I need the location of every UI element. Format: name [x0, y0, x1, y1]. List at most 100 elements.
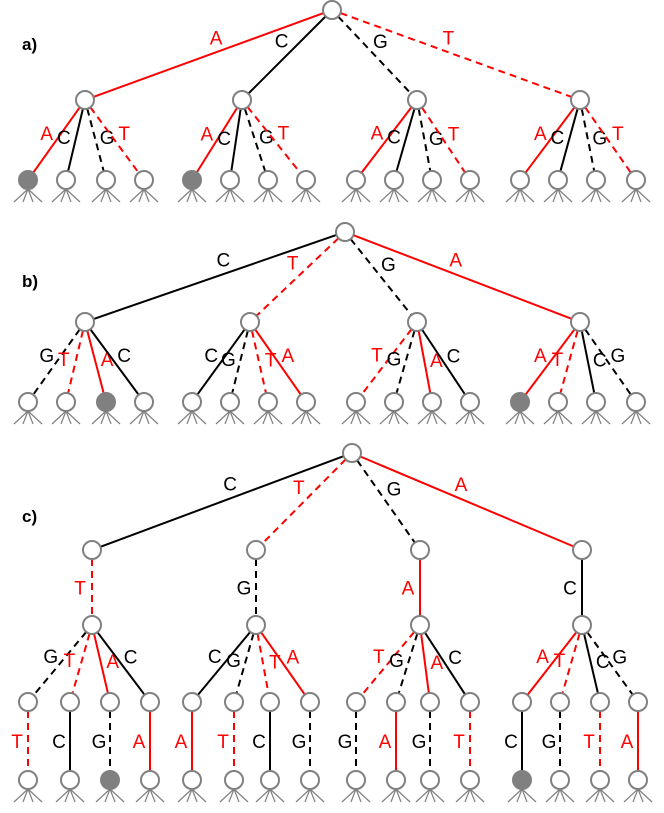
edge-c-g0-c1 — [71, 633, 91, 694]
leaf-stubs-b-g2-c2-2 — [431, 410, 438, 425]
edge-label-c-g2-c3: C — [448, 648, 462, 669]
leaf-stubs-b-g3-c1-2 — [557, 410, 564, 425]
leaf-stubs-b-g0-c1-2 — [65, 410, 72, 425]
node-c-g2-c3 — [460, 692, 480, 712]
leaf-stubs-b-g1-c1-1 — [224, 410, 231, 425]
panel-label-b: b) — [22, 272, 38, 291]
node-c-g1-c1 — [224, 692, 244, 712]
leaf-stubs-a-g3-c1-1 — [552, 188, 559, 203]
edge-a-g1-c3 — [246, 106, 302, 174]
leaf-stubs-b-g2-c1-3 — [393, 410, 409, 425]
leaf-stubs-c-g0-c0-2 — [27, 788, 34, 803]
leaf-stubs-b-g1-c3-1 — [300, 410, 307, 425]
leaf-stubs-c-g0-c2-1 — [104, 788, 111, 803]
leaf-node-c-g3-c0 — [512, 770, 532, 790]
root-edge-label-a-1: C — [275, 32, 289, 53]
leaf-stubs-c-g3-c3-2 — [637, 788, 644, 803]
leaf-stubs-c-g0-c2-0 — [95, 788, 111, 803]
edge-label-c-g0-c3: C — [124, 647, 138, 668]
leaf-stubs-c-g2-c2-1 — [424, 788, 431, 803]
leaf-node-c-g2-c1 — [386, 770, 406, 790]
node-c-g1-c0 — [182, 692, 202, 712]
leaf-stubs-b-g3-c0-2 — [519, 410, 526, 425]
root-edge-label-b-2: G — [381, 255, 396, 276]
leaf-stubs-a-g1-c3-0 — [291, 188, 307, 203]
deep-edge-label-c-g2-c3: T — [453, 732, 465, 753]
leaf-stubs-b-g0-c3-2 — [143, 410, 150, 425]
root-edge-label-a-0: A — [210, 28, 223, 49]
leaf-stubs-c-g2-c0-0 — [341, 788, 357, 803]
node-c-g3-c2 — [590, 692, 610, 712]
edge-label-a-g1-c2: G — [259, 127, 274, 148]
node-b-g3 — [570, 312, 590, 332]
edge-label-b-g2-c0: T — [371, 346, 383, 367]
leaf-stubs-c-g3-c0-2 — [521, 788, 528, 803]
leaf-node-b-g3-c2 — [586, 392, 606, 412]
panel-label-c: c) — [22, 507, 37, 526]
leaf-node-a-g2-c0 — [346, 170, 366, 190]
leaf-stubs-b-g1-c0-1 — [186, 410, 193, 425]
edge-label-b-g0-c1: T — [58, 350, 70, 371]
leaf-stubs-a-g1-c3-3 — [305, 188, 321, 203]
root-edge-a-1 — [247, 15, 327, 95]
edge-a-g3-c2 — [580, 108, 596, 172]
leaf-stubs-c-g2-c3-3 — [469, 788, 485, 803]
leaf-stubs-c-g2-c3-0 — [455, 788, 471, 803]
leaf-node-b-g1-c1 — [220, 392, 240, 412]
leaf-stubs-b-g1-c1-3 — [229, 410, 245, 425]
leaf-stubs-c-g2-c0-1 — [350, 788, 357, 803]
leaf-stubs-b-g3-c0-1 — [514, 410, 521, 425]
leaf-stubs-a-g3-c1-0 — [543, 188, 559, 203]
leaf-stubs-a-g2-c2-0 — [417, 188, 433, 203]
leaf-node-b-g0-c2 — [96, 392, 116, 412]
leaf-node-b-g3-c0 — [510, 392, 530, 412]
leaf-stubs-b-g3-c2-2 — [595, 410, 602, 425]
root-edge-b-3 — [353, 234, 572, 320]
leaf-stubs-b-g0-c3-3 — [143, 410, 159, 425]
leaf-stubs-b-g1-c3-0 — [291, 410, 307, 425]
leaf-stubs-c-g2-c0-3 — [355, 788, 371, 803]
leaf-stubs-c-g2-c1-2 — [395, 788, 402, 803]
leaf-stubs-c-g0-c1-0 — [55, 788, 71, 803]
leaf-stubs-a-g2-c3-1 — [464, 188, 471, 203]
deep-edge-label-c-g1-c1: T — [217, 732, 229, 753]
root-edge-label-c-0: C — [223, 475, 237, 496]
edge-label-b-g3-c3: G — [610, 346, 625, 367]
leaf-stubs-a-g0-c2-1 — [100, 188, 107, 203]
leaf-stubs-a-g2-c1-1 — [388, 188, 395, 203]
leaf-stubs-c-g1-c0-3 — [191, 788, 207, 803]
edge-label-c-g2-c1: G — [389, 651, 404, 672]
leaf-stubs-b-g2-c1-2 — [393, 410, 400, 425]
node-c-g2-c1 — [386, 692, 406, 712]
leaf-stubs-a-g3-c3-0 — [621, 188, 637, 203]
edge-label-c-g1-c2: T — [269, 652, 281, 673]
edge-c-g1-c2 — [256, 633, 270, 694]
leaf-stubs-b-g3-c3-2 — [635, 410, 642, 425]
leaf-stubs-a-g1-c2-0 — [253, 188, 269, 203]
leaf-stubs-a-g0-c1-3 — [65, 188, 81, 203]
leaf-stubs-a-g1-c1-0 — [215, 188, 231, 203]
edge-label-c-g0-c1: T — [64, 651, 76, 672]
leaf-stubs-a-g3-c2-2 — [595, 188, 602, 203]
leaf-stubs-b-g2-c2-3 — [431, 410, 447, 425]
leaf-stubs-c-g3-c0-0 — [507, 788, 523, 803]
leaf-node-b-g2-c3 — [460, 392, 480, 412]
edge-label-b-g1-c0: C — [204, 346, 218, 367]
leaf-stubs-a-g2-c3-0 — [455, 188, 471, 203]
leaf-stubs-a-g3-c0-2 — [519, 188, 526, 203]
root-edge-label-c-3: A — [455, 475, 468, 496]
leaf-stubs-c-g2-c1-1 — [390, 788, 397, 803]
leaf-stubs-b-g2-c2-1 — [426, 410, 433, 425]
node-c-g1-c3 — [300, 692, 320, 712]
edge-b-g2-c1 — [395, 330, 416, 394]
leaf-stubs-b-g1-c2-3 — [267, 410, 283, 425]
leaf-stubs-c-g3-c3-1 — [632, 788, 639, 803]
stem-edge-label-c-0: T — [74, 579, 86, 600]
leaf-stubs-b-g3-c1-3 — [557, 410, 573, 425]
leaf-stubs-c-g0-c1-3 — [69, 788, 85, 803]
deep-edge-label-c-g3-c3: A — [621, 732, 634, 753]
deep-edge-label-c-g1-c2: C — [252, 732, 266, 753]
edge-b-g2-c2 — [417, 330, 432, 394]
edge-a-g1-c1 — [230, 108, 242, 172]
